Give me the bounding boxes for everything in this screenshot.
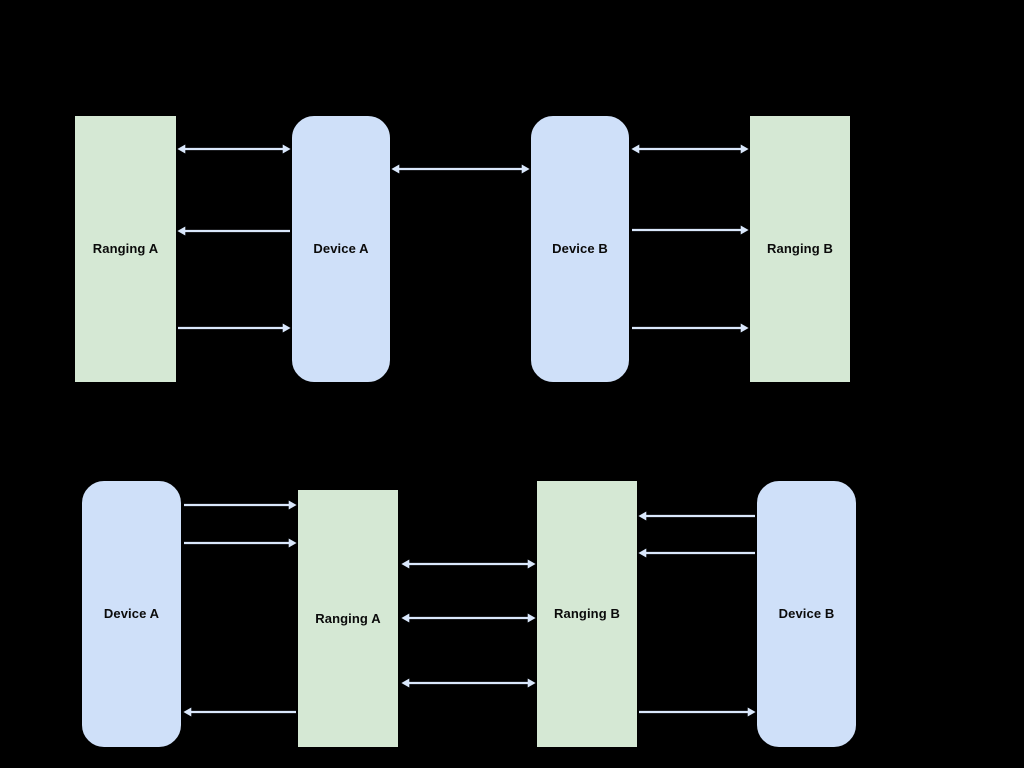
arrow-b8-left [638, 548, 755, 558]
node-label-top-device-b: Device B [552, 241, 608, 257]
node-bot-device-b[interactable]: Device B [757, 481, 856, 747]
arrow-b4-both [401, 559, 536, 569]
arrow-t1-both [177, 144, 291, 154]
arrow-b5-both [401, 613, 536, 623]
node-top-ranging-a[interactable]: Ranging A [75, 116, 176, 382]
arrow-t3-right [178, 323, 291, 333]
arrow-b1-right [184, 500, 297, 510]
node-bot-ranging-a[interactable]: Ranging A [298, 490, 398, 747]
node-top-device-b[interactable]: Device B [531, 116, 629, 382]
node-label-top-ranging-b: Ranging B [767, 241, 833, 257]
node-label-bot-device-a: Device A [103, 606, 160, 622]
arrow-t4-both [391, 164, 530, 174]
arrow-t5-both [631, 144, 749, 154]
node-top-device-a[interactable]: Device A [292, 116, 390, 382]
node-label-bot-device-b: Device B [778, 606, 835, 622]
arrow-t6-right [632, 225, 749, 235]
arrow-b6-both [401, 678, 536, 688]
node-bot-device-a[interactable]: Device A [82, 481, 181, 747]
arrow-b3-left [183, 707, 296, 717]
arrow-b7-left [638, 511, 755, 521]
arrow-b2-right [184, 538, 297, 548]
arrow-t2-left [177, 226, 290, 236]
node-label-top-device-a: Device A [313, 241, 369, 257]
node-top-ranging-b[interactable]: Ranging B [750, 116, 850, 382]
node-bot-ranging-b[interactable]: Ranging B [537, 481, 637, 747]
arrow-t7-right [632, 323, 749, 333]
node-label-bot-ranging-b: Ranging B [554, 606, 620, 622]
node-label-top-ranging-a: Ranging A [92, 241, 159, 257]
arrow-b9-right [639, 707, 756, 717]
node-label-bot-ranging-a: Ranging A [315, 610, 381, 626]
